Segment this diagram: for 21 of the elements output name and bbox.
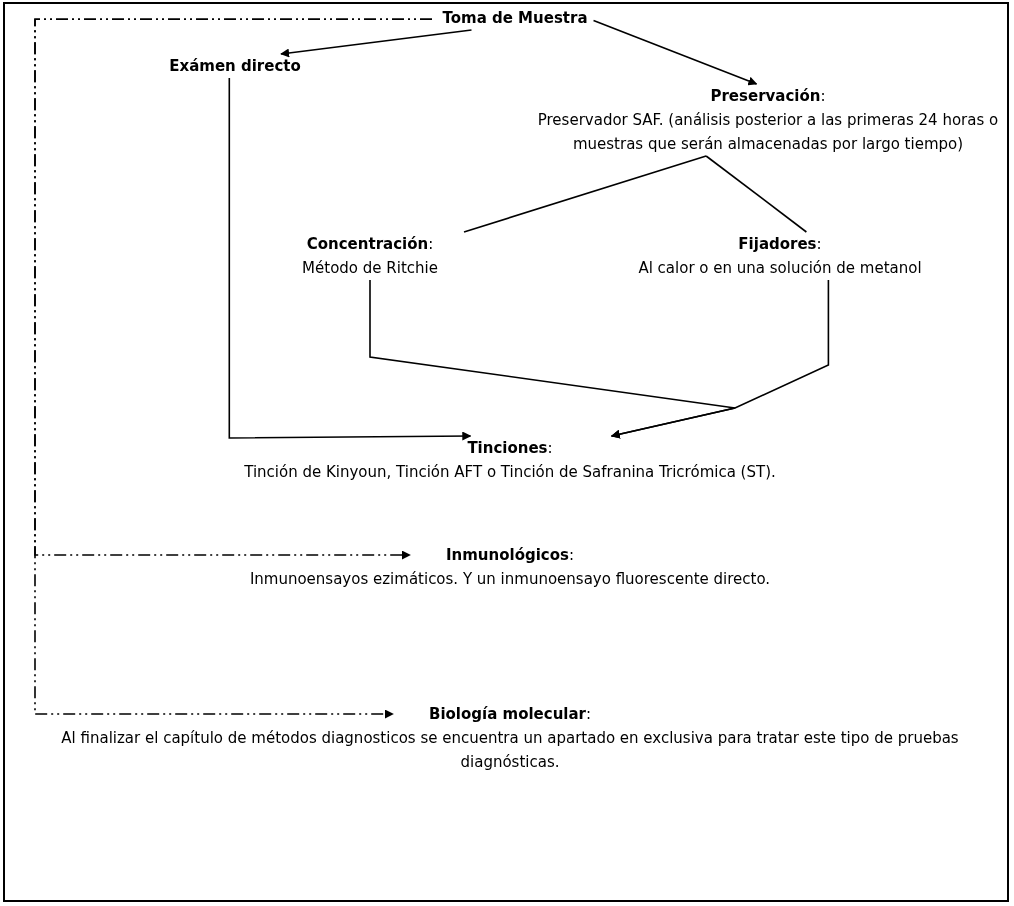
step-heading: Fijadores: xyxy=(738,234,822,255)
arrow xyxy=(228,77,472,441)
dash-dot-arrow xyxy=(34,18,433,719)
step-description: Inmunoensayos ezimáticos. Y un inmunoensayo fluorescente directo. xyxy=(249,570,771,588)
step-heading: Concentración: xyxy=(306,234,434,255)
step-heading: Exámen directo xyxy=(169,56,301,77)
step-description: Al calor o en una solución de metanol xyxy=(638,259,922,277)
step-heading: Toma de Muestra xyxy=(442,8,588,29)
step-heading: Tinciones: xyxy=(467,438,553,459)
arrow xyxy=(592,19,758,86)
step-description: Preservador SAF. (análisis posterior a las primeras 24 horas o muestras que serán almacenadas por largo tiempo) xyxy=(537,111,999,153)
arrow xyxy=(610,279,830,439)
step-heading: Inmunológicos: xyxy=(445,545,575,566)
connector-line xyxy=(705,155,808,233)
step-description: Tinción de Kinyoun, Tinción AFT o Tinción de Safranina Tricrómica (ST). xyxy=(244,463,776,481)
connector-line xyxy=(463,155,707,233)
step-description: Método de Ritchie xyxy=(302,259,438,277)
step-heading: Biología molecular: xyxy=(428,704,592,725)
arrow xyxy=(280,29,473,58)
step-heading: Preservación: xyxy=(710,86,826,107)
step-description: Al finalizar el capítulo de métodos diagnosticos se encuentra un apartado en exclusiva para tratar este tipo de pruebas diagnósticas. xyxy=(61,729,959,771)
